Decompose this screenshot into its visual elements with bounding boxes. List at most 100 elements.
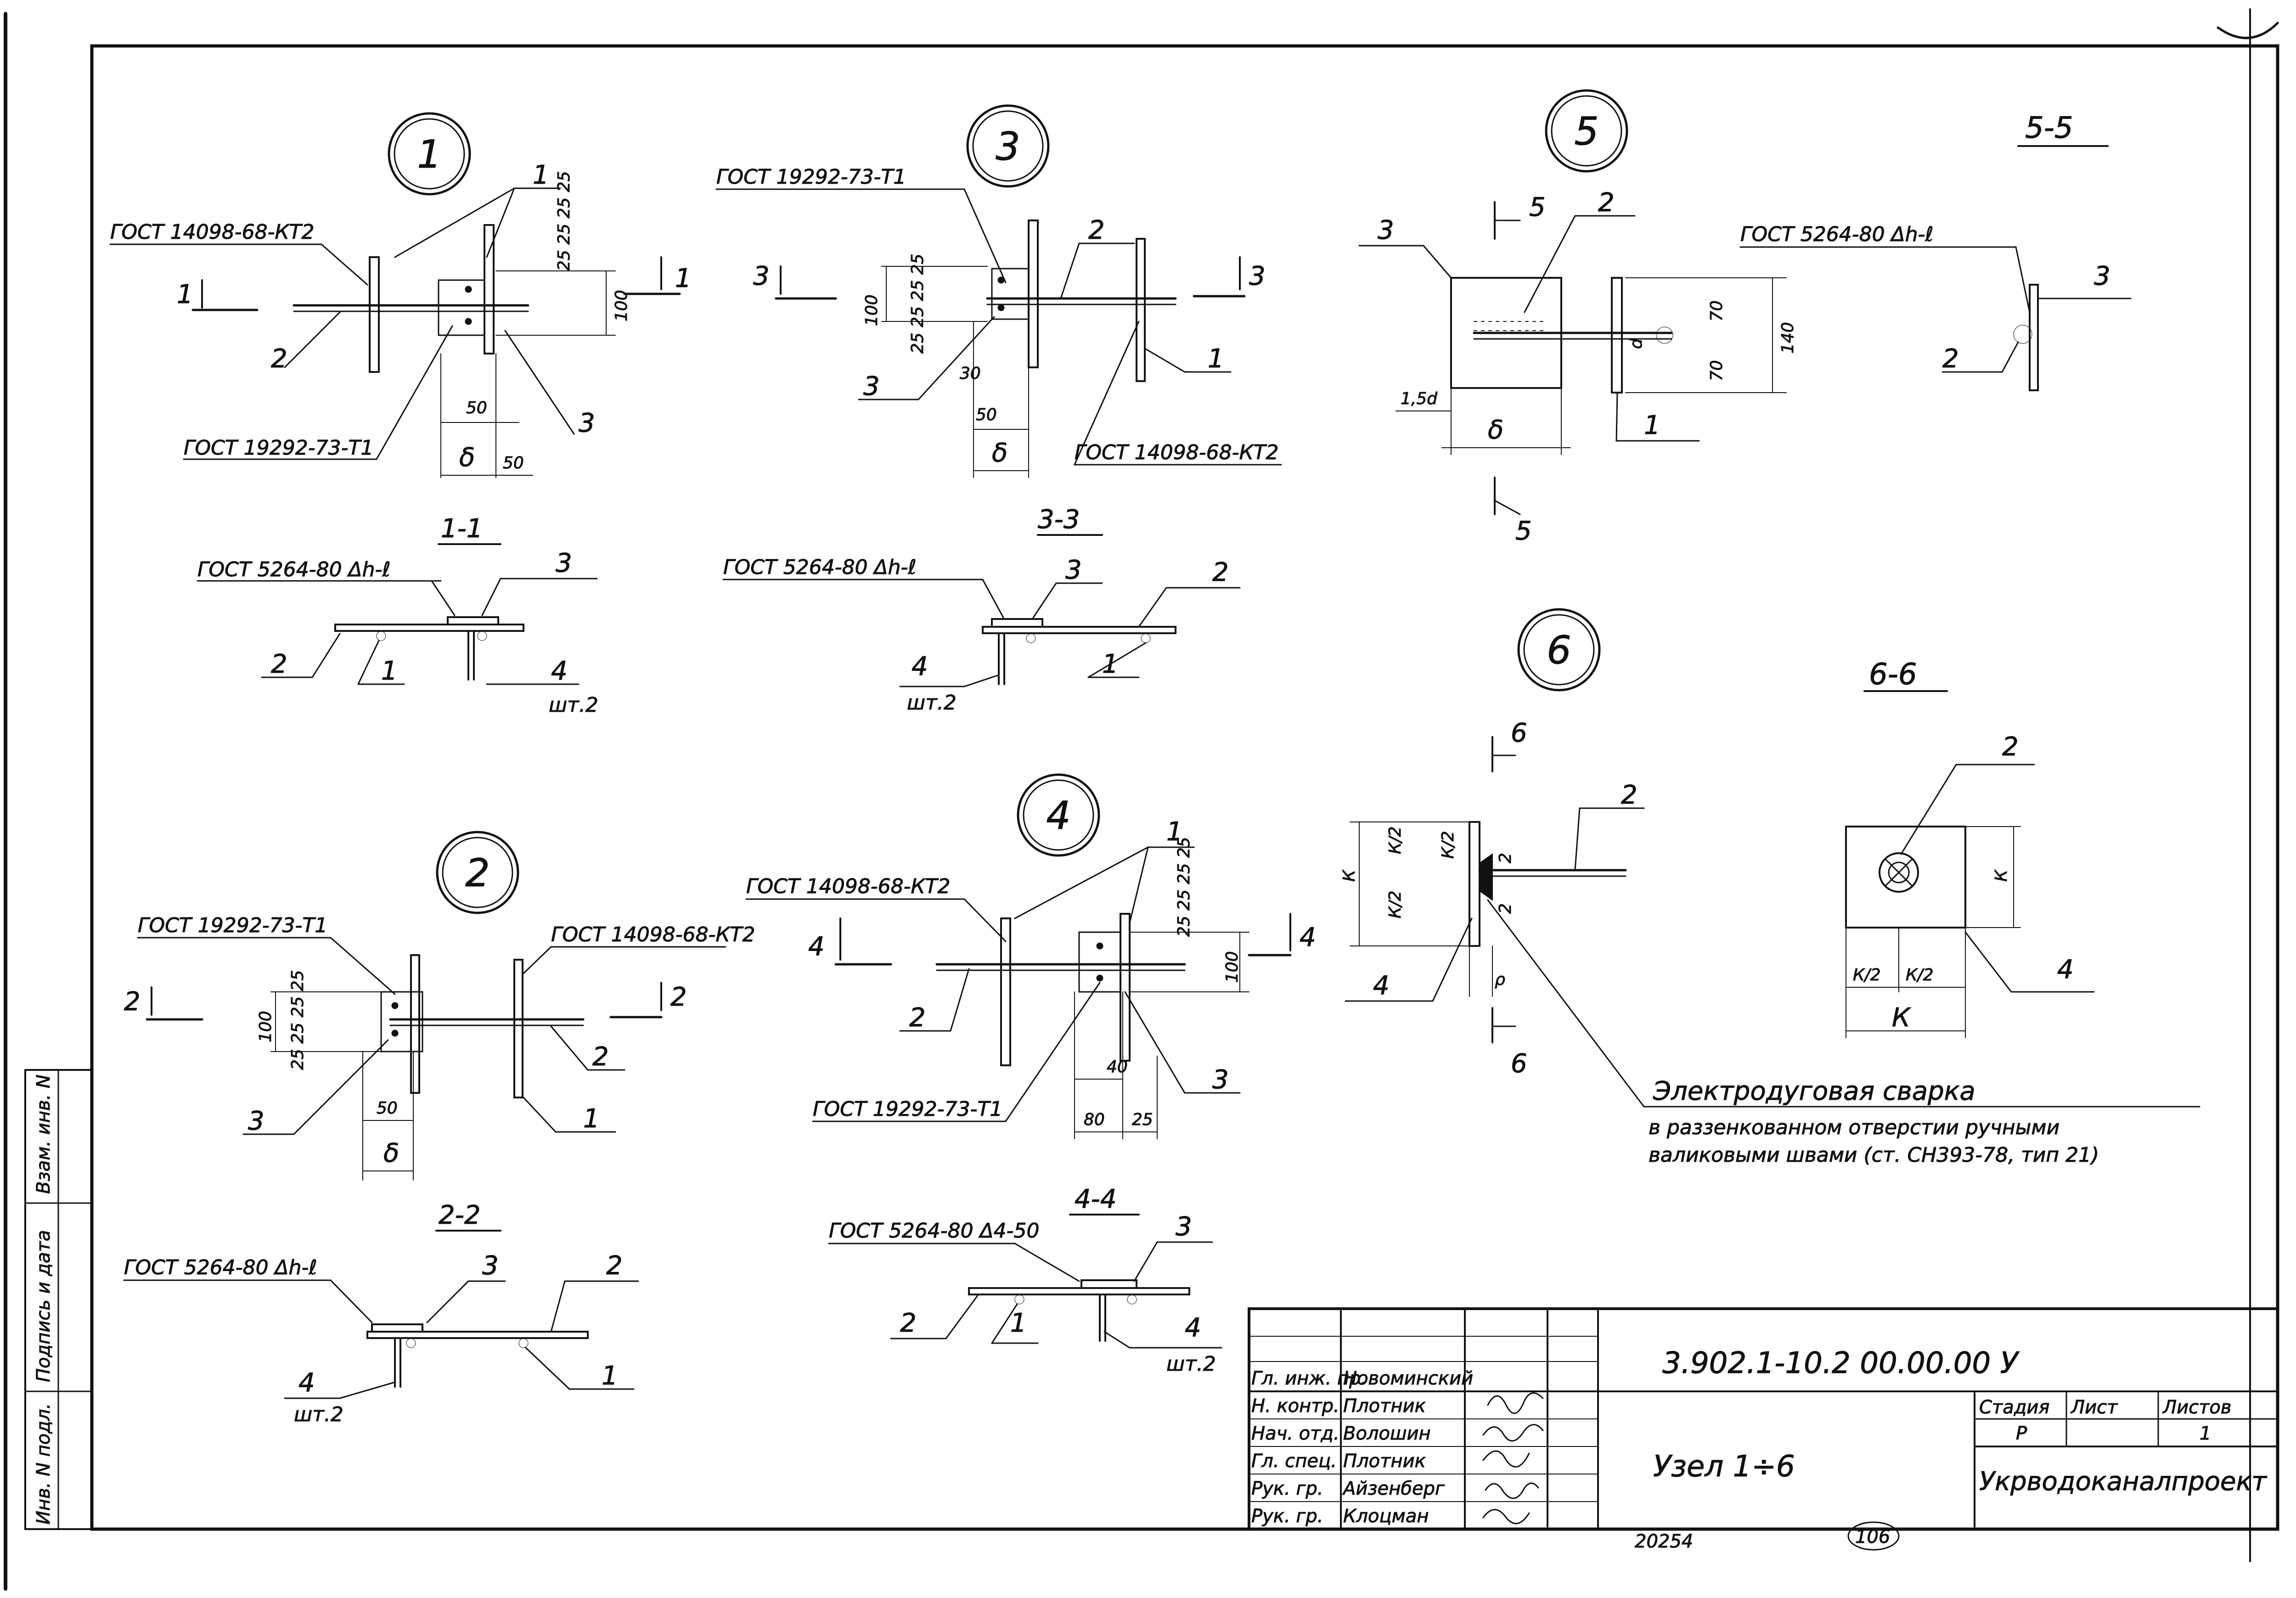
node-5-dim-1-5d: 1,5d: [1401, 389, 1438, 408]
archive-number: 20254: [1635, 1531, 1693, 1552]
node-6-dim-2b: 2: [1496, 903, 1515, 914]
name-chief-specialist: Плотник: [1343, 1451, 1426, 1472]
node-5-section-mark-bottom: 5: [1515, 516, 1532, 546]
node-3-pos-3: 3: [863, 371, 880, 401]
section-5-5: 5-5 ГОСТ 5264-80 Δh-ℓ 3 2: [1739, 111, 2132, 391]
node-2-section-mark-right: 2: [670, 982, 687, 1012]
node-4-gost-2: ГОСТ 19292-73-Т1: [813, 1097, 1002, 1121]
node-6-pos-4: 4: [1373, 971, 1390, 1001]
section-5-5-pos-3: 3: [2094, 261, 2110, 291]
section-3-3-gost: ГОСТ 5264-80 Δh-ℓ: [723, 556, 917, 579]
node-2-gost-1: ГОСТ 19292-73-Т1: [138, 914, 327, 937]
node-4: 4 ГОСТ 14098-68-КТ2 1 4 4 100 25 25 25 2…: [745, 773, 1316, 1139]
node-1-gost-2: ГОСТ 19292-73-Т1: [184, 436, 373, 460]
node-2-pos-3: 3: [248, 1106, 264, 1136]
section-4-4-qty: шт.2: [1166, 1352, 1216, 1376]
node-3-dim-stack: 25 25 25 25: [908, 253, 927, 354]
node-1-dim-stack: 25 25 25 25: [555, 171, 574, 271]
section-5-5-title: 5-5: [2025, 111, 2073, 145]
side-stamp-replace-label: Взам. инв. N: [33, 1075, 54, 1194]
section-3-3-title: 3-3: [1038, 505, 1080, 535]
node-6: 6 6 6 К К/2 К/2 К/2 2 2 ρ 2 4 Электродуг…: [1340, 608, 2200, 1167]
section-6-6-k-bottom: К: [1892, 1003, 1911, 1033]
name-norm-control: Плотник: [1343, 1395, 1426, 1417]
section-5-5-pos-2: 2: [1942, 344, 1959, 374]
node-5-pos-1: 1: [1644, 411, 1660, 440]
section-3-3: 3-3 ГОСТ 5264-80 Δh-ℓ 3 2 4 шт.2 1: [722, 505, 1241, 715]
node-4-number: 4: [1046, 793, 1070, 838]
role-group-head-1: Рук. гр.: [1251, 1478, 1323, 1499]
section-2-2-pos-4: 4: [298, 1368, 315, 1398]
node-4-dim-100: 100: [1223, 951, 1242, 983]
sheets-value: 1: [2200, 1423, 2211, 1444]
section-6-6-title: 6-6: [1869, 658, 1917, 692]
section-6-6-k-side: К: [1992, 869, 2011, 882]
section-2-2-title: 2-2: [439, 1200, 480, 1230]
node-1-pos-3: 3: [579, 408, 595, 438]
node-2-pos-1: 1: [583, 1104, 600, 1134]
node-2: 2 ГОСТ 19292-73-Т1 ГОСТ 14098-68-КТ2 2 2…: [124, 831, 755, 1181]
section-3-3-pos-2: 2: [1212, 557, 1229, 587]
node-3-section-mark-left: 3: [753, 261, 770, 291]
node-5-dim-70b: 70: [1707, 360, 1726, 381]
section-6-6-pos-4: 4: [2057, 955, 2074, 985]
node-3-dim-50: 50: [976, 405, 997, 424]
section-4-4-pos-1: 1: [1010, 1308, 1027, 1338]
section-1-1-qty: шт.2: [549, 693, 598, 717]
name-dept-head: Волошин: [1343, 1423, 1431, 1444]
side-stamp: Инв. N подл. Подпись и дата Взам. инв. N: [33, 1075, 55, 1525]
section-4-4-pos-2: 2: [900, 1308, 917, 1338]
node-6-weld-line-2: валиковыми швами (ст. СН393-78, тип 21): [1649, 1143, 2099, 1167]
node-1-dim-50a: 50: [466, 399, 487, 417]
section-3-3-qty: шт.2: [907, 691, 957, 715]
section-2-2: 2-2 ГОСТ 5264-80 Δh-ℓ 3 2 4 шт.2 1: [123, 1200, 639, 1427]
section-6-6-k-half-right: К/2: [1906, 966, 1934, 985]
section-2-2-qty: шт.2: [294, 1403, 343, 1426]
node-6-section-mark-top: 6: [1511, 718, 1527, 748]
node-3-dim-30: 30: [960, 364, 981, 383]
section-3-3-pos-4: 4: [912, 652, 928, 681]
node-4-dim-stack: 25 25 25 25: [1175, 837, 1193, 937]
node-2-number: 2: [465, 850, 490, 895]
section-1-1-pos-3: 3: [556, 548, 572, 578]
node-6-k-half-b: К/2: [1386, 890, 1405, 918]
sheet-header: Лист: [2070, 1397, 2118, 1418]
node-2-dim-stack: 25 25 25 25: [288, 970, 307, 1070]
sheets-header: Листов: [2162, 1397, 2231, 1418]
node-4-section-mark-left: 4: [808, 932, 825, 962]
section-1-1: 1-1 ГОСТ 5264-80 Δh-ℓ 3 2 1 4 шт.2: [197, 514, 598, 717]
node-2-pos-2: 2: [592, 1042, 609, 1072]
section-3-3-pos-3: 3: [1065, 555, 1082, 585]
node-1-gost-1: ГОСТ 14098-68-КТ2: [110, 220, 315, 244]
node-1-section-mark-right: 1: [675, 264, 692, 293]
section-5-5-gost: ГОСТ 5264-80 Δh-ℓ: [1740, 223, 1934, 246]
signatures: [1482, 1392, 1544, 1525]
role-chief-specialist: Гл. спец.: [1251, 1451, 1337, 1472]
node-3-pos-2: 2: [1088, 215, 1105, 245]
node-6-k-half-c: К/2: [1439, 831, 1458, 859]
section-4-4: 4-4 ГОСТ 5264-80 Δ4-50 3 2 1 4 шт.2: [828, 1184, 1222, 1376]
node-6-section-mark-bottom: 6: [1511, 1049, 1527, 1079]
node-6-k: К: [1340, 869, 1359, 882]
node-1-dim-100: 100: [612, 290, 631, 321]
role-chief-engineer: Гл. инж. пр.: [1251, 1368, 1367, 1389]
name-chief-engineer: Новоминский: [1343, 1368, 1473, 1389]
node-4-gost-1: ГОСТ 14098-68-КТ2: [746, 875, 951, 898]
node-4-pos-2: 2: [909, 1003, 926, 1033]
node-2-dim-100: 100: [256, 1011, 275, 1042]
section-1-1-pos-4: 4: [551, 656, 568, 686]
page-mark: 106: [1855, 1526, 1890, 1547]
role-dept-head: Нач. отд.: [1251, 1423, 1339, 1444]
role-norm-control: Н. контр.: [1251, 1395, 1339, 1417]
node-3: 3 ГОСТ 19292-73-Т1 3 3 100 25 25 25 25 3…: [715, 104, 1282, 478]
sheet-frame: [4, 8, 2279, 1591]
node-1-number: 1: [417, 132, 441, 177]
node-6-dim-2a: 2: [1496, 853, 1515, 863]
title-block: 3.902.1-10.2 00.00.00 У Гл. инж. пр. Нов…: [1248, 1307, 2279, 1553]
node-3-delta: δ: [992, 438, 1007, 468]
node-1-delta: δ: [459, 443, 475, 473]
node-3-dim-100: 100: [862, 294, 881, 326]
node-1-pos-2: 2: [271, 344, 287, 374]
section-4-4-pos-4: 4: [1185, 1313, 1201, 1343]
node-5-d: d: [1627, 338, 1646, 349]
